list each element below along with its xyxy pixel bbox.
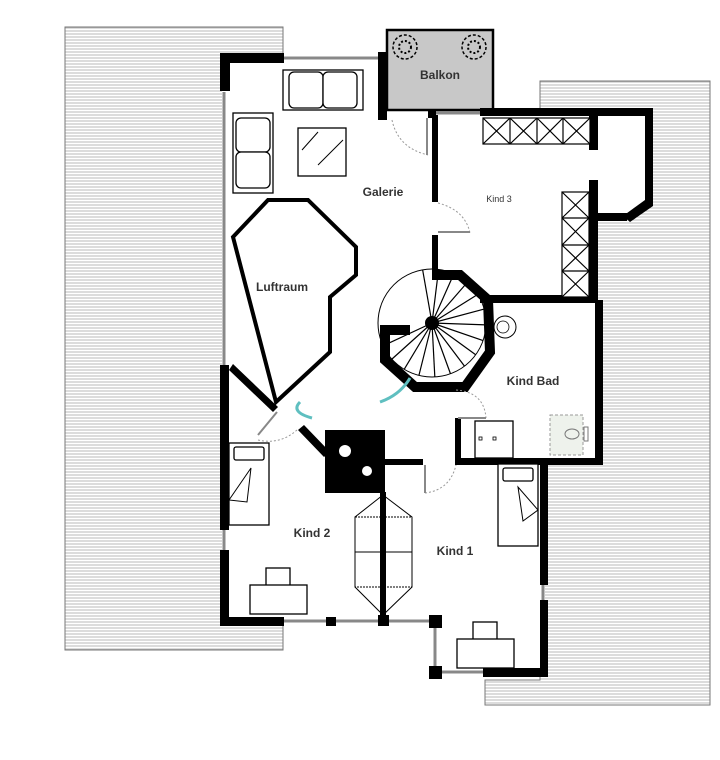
room-label-balkon: Balkon [420,68,460,82]
stair-tread [403,322,433,370]
stair-tread [391,322,433,360]
plant-icon [461,34,487,60]
wardrobe [482,117,591,298]
room-label-luftraum: Luftraum [256,280,308,294]
room-label-kind2: Kind 2 [294,526,331,540]
shower [474,420,514,459]
armchair-sofa [232,112,274,194]
spiral-staircase[interactable] [377,268,496,392]
coffee-table [297,127,347,177]
stair-tread [431,269,440,324]
stair-tread [431,322,465,367]
chimney [325,430,385,493]
desk [249,567,308,615]
stair-tread [422,269,433,324]
room-label-kind1: Kind 1 [437,544,474,558]
sink-icon [493,315,517,339]
room-label-kind3: Kind 3 [486,194,512,204]
bed [228,442,270,526]
desk [456,621,515,669]
dining-table [354,494,413,616]
plant-icon [392,34,418,60]
stair-tread [431,322,477,356]
walls [220,52,653,679]
stair-tread [431,322,436,377]
windows [222,56,545,674]
stair-arrow-icon [295,377,412,420]
room-label-kind-bad: Kind Bad [507,374,560,388]
stair-tread [418,322,433,376]
stair-tread [431,293,479,324]
toilet-icon [549,414,589,456]
bed [497,463,539,547]
stair-tread [382,322,433,347]
stair-tread [431,322,484,342]
stair-tread [431,322,452,374]
stair-tread [431,308,485,324]
luftraum-opening [230,198,358,406]
stair-tread [431,281,468,324]
stair-tread [431,322,486,326]
room-label-galerie: Galerie [363,185,404,199]
sofa [282,69,364,111]
stair-tread [431,273,455,324]
doors[interactable] [257,118,487,494]
